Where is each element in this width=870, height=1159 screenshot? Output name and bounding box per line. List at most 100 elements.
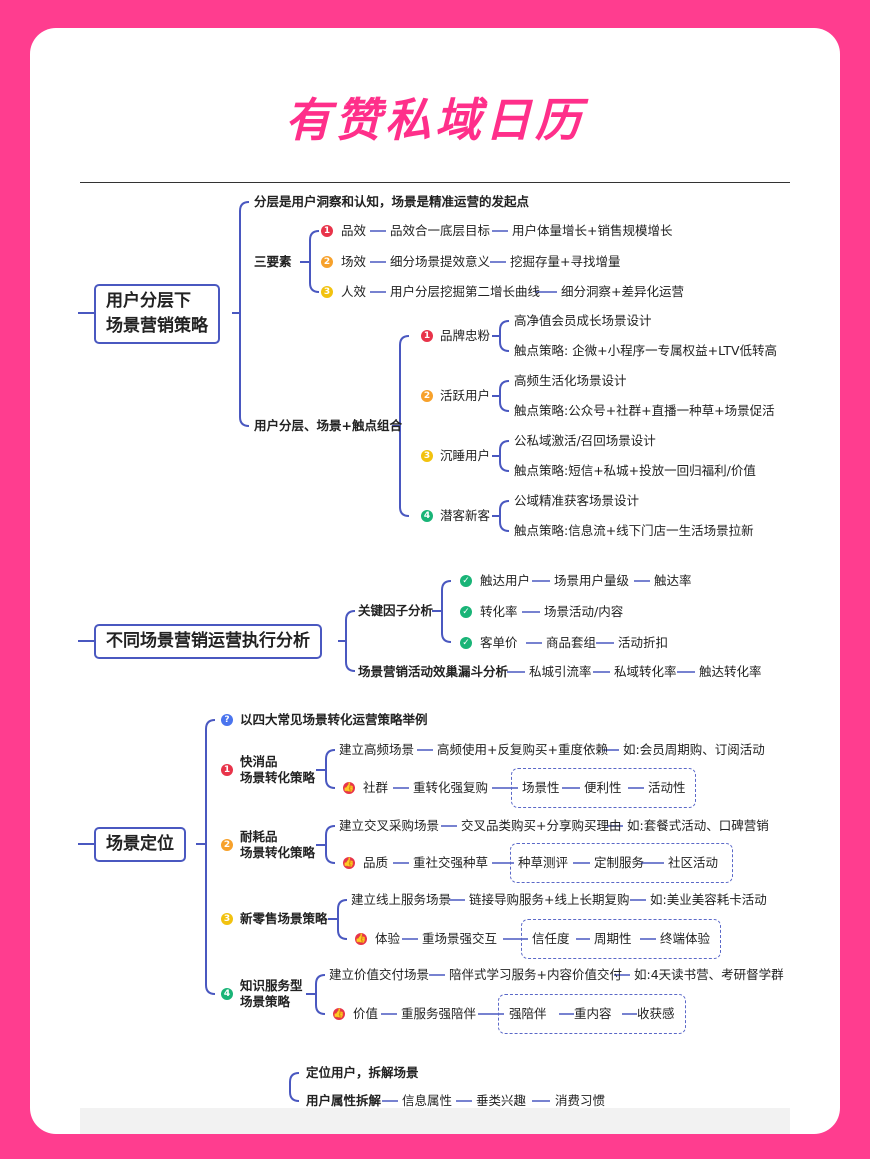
strategy-step: 如:套餐式活动、口碑营销: [627, 818, 769, 833]
group-label: 潜客新客: [440, 508, 491, 523]
group-detail: 公域精准获客场景设计: [514, 493, 640, 508]
number-4-icon: 4: [221, 988, 233, 1000]
thumbs-up-icon: 👍: [343, 782, 355, 794]
root-node-execution-analysis: 不同场景营销运营执行分析: [94, 624, 322, 659]
element-detail: 挖掘存量+寻找增量: [510, 254, 621, 269]
three-elements-node: 三要素: [254, 254, 292, 269]
channel-tag: 品质: [363, 855, 389, 870]
factor-detail: 场景用户量级: [554, 573, 630, 588]
strategy-step: 陪伴式学习服务+内容价值交付: [449, 967, 622, 982]
strategy-step: 如:4天读书营、考研督学群: [634, 967, 784, 982]
root-node-user-segmentation: 用户分层下 场景营销策略: [94, 284, 220, 344]
element-label: 人效: [341, 284, 367, 299]
strategy-step: 建立交叉采购场景: [339, 818, 440, 833]
strategy-step: 建立线上服务场景: [351, 892, 452, 907]
factor-detail: 触达率: [654, 573, 692, 588]
funnel-item: 私域转化率: [614, 664, 677, 679]
highlight-item: 强陪伴: [509, 1006, 547, 1021]
group-detail: 高净值会员成长场景设计: [514, 313, 652, 328]
category-name: 快消品: [240, 754, 278, 769]
element-detail: 用户分层挖掘第二增长曲线: [390, 284, 541, 299]
element-label: 品效: [341, 223, 367, 238]
highlight-item: 重内容: [574, 1006, 612, 1021]
number-1-icon: 1: [321, 225, 333, 237]
number-2-icon: 2: [221, 839, 233, 851]
strategy-step: 如:美业美容耗卡活动: [650, 892, 767, 907]
channel-strategy: 重转化强复购: [413, 780, 489, 795]
factor-label: 转化率: [480, 604, 518, 619]
highlight-item: 社区活动: [668, 855, 719, 870]
highlight-item: 周期性: [594, 931, 632, 946]
group-detail: 高频生活化场景设计: [514, 373, 627, 388]
highlight-item: 便利性: [584, 780, 622, 795]
key-factor-node: 关键因子分析: [358, 603, 434, 618]
number-2-icon: 2: [421, 390, 433, 402]
group-label: 活跃用户: [440, 388, 491, 403]
highlight-item: 收获感: [637, 1006, 675, 1021]
element-detail: 细分场景提效意义: [390, 254, 491, 269]
category-name: 场景转化策略: [240, 845, 316, 860]
factor-detail: 商品套组: [546, 635, 597, 650]
highlight-item: 终端体验: [660, 931, 711, 946]
highlight-item: 场景性: [522, 780, 560, 795]
thumbs-up-icon: 👍: [333, 1008, 345, 1020]
thumbs-up-icon: 👍: [343, 857, 355, 869]
root-node-line-1: 用户分层下: [106, 291, 191, 311]
highlight-box: [510, 843, 733, 883]
factor-detail: 活动折扣: [618, 635, 669, 650]
channel-strategy: 重场景强交互: [422, 931, 498, 946]
category-name: 耐耗品: [240, 829, 278, 844]
top-divider: [80, 182, 790, 183]
highlight-item: 信任度: [532, 931, 570, 946]
attribute-item: 消费习惯: [555, 1093, 606, 1108]
number-3-icon: 3: [321, 286, 333, 298]
element-detail: 细分洞察+差异化运营: [561, 284, 684, 299]
section4-node: 用户属性拆解: [306, 1093, 382, 1108]
number-3-icon: 3: [421, 450, 433, 462]
group-detail: 公私域激活/召回场景设计: [514, 433, 656, 448]
attribute-item: 垂类兴趣: [476, 1093, 527, 1108]
root-node-scene-positioning: 场景定位: [94, 827, 186, 862]
attribute-item: 信息属性: [402, 1093, 453, 1108]
element-label: 场效: [341, 254, 367, 269]
factor-label: 触达用户: [480, 573, 531, 588]
thumbs-up-icon: 👍: [355, 933, 367, 945]
highlight-item: 活动性: [648, 780, 686, 795]
group-detail: 触点策略:短信+私城+投放一回归福利/价值: [514, 463, 756, 478]
channel-strategy: 重社交强种草: [413, 855, 489, 870]
fade-strip: [80, 1108, 790, 1134]
category-name: 场景策略: [240, 994, 291, 1009]
number-2-icon: 2: [321, 256, 333, 268]
question-icon: ?: [221, 714, 233, 726]
channel-tag: 价值: [353, 1006, 379, 1021]
strategy-step: 建立价值交付场景: [329, 967, 430, 982]
group-detail: 触点策略: 企微+小程序一专属权益+LTV低转高: [514, 343, 778, 358]
page-title: 有赞私域日历: [285, 93, 585, 147]
group-label: 沉睡用户: [440, 448, 491, 463]
number-1-icon: 1: [421, 330, 433, 342]
number-3-icon: 3: [221, 913, 233, 925]
group-label: 品牌忠粉: [440, 328, 491, 343]
highlight-box: [521, 919, 721, 959]
check-icon: ✓: [460, 637, 472, 649]
strategy-step: 高频使用+反复购买+重度依赖: [437, 742, 608, 757]
funnel-item: 私城引流率: [529, 664, 592, 679]
strategy-step: 交叉品类购买+分享购买理由: [461, 818, 622, 833]
element-detail: 用户体量增长+销售规模增长: [512, 223, 673, 238]
category-name: 场景转化策略: [240, 770, 316, 785]
check-icon: ✓: [460, 606, 472, 618]
highlight-item: 种草测评: [518, 855, 569, 870]
question-node: 以四大常见场景转化运营策略举例: [240, 712, 428, 727]
content-card: [30, 28, 840, 1134]
factor-label: 客单价: [480, 635, 518, 650]
channel-tag: 社群: [363, 780, 389, 795]
number-1-icon: 1: [221, 764, 233, 776]
root-node-line-2: 场景营销策略: [106, 316, 208, 336]
group-detail: 触点策略:公众号+社群+直播一种草+场景促活: [514, 403, 775, 418]
funnel-node: 场景营销活动效巢漏斗分析: [358, 664, 509, 679]
factor-detail: 场景活动/内容: [544, 604, 624, 619]
strategy-step: 链接导购服务+线上长期复购: [469, 892, 630, 907]
highlight-box: [511, 768, 696, 808]
highlight-item: 定制服务: [594, 855, 645, 870]
